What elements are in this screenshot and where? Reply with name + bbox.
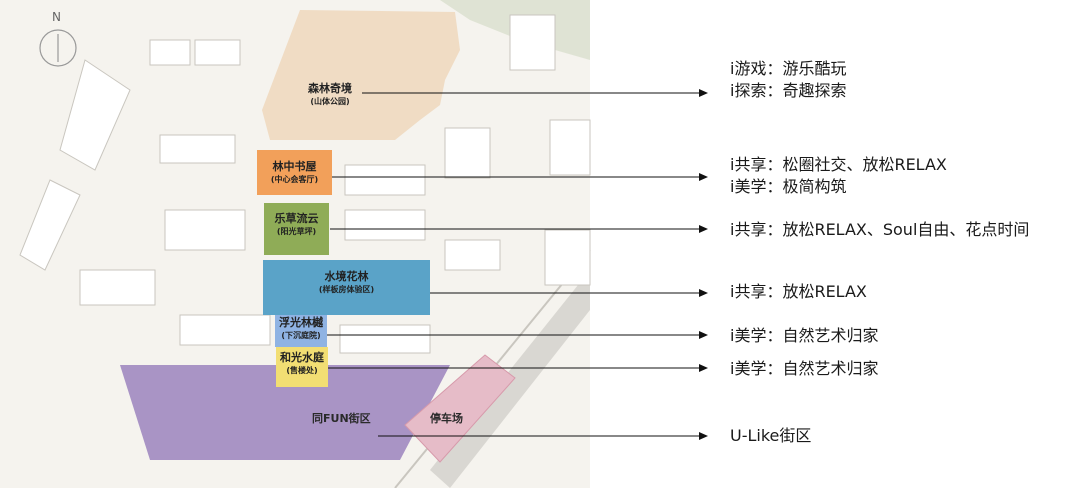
building: [179, 314, 271, 346]
zone-water: 水境花林 (样板房体验区): [263, 260, 430, 315]
zone-name: 水境花林: [324, 270, 369, 283]
zone-name: 乐草流云: [274, 212, 319, 225]
feature-text: U-Like街区: [730, 426, 812, 445]
feature-list-item: U-Like街区: [730, 425, 811, 447]
parking-label: 停车场: [430, 412, 463, 425]
north-label: N: [52, 10, 61, 24]
building: [19, 179, 81, 271]
arrow-head-icon: [699, 89, 708, 97]
feature-text: i共享：放松RELAX: [730, 282, 867, 301]
feature-list-item: i美学：自然艺术归家: [730, 358, 878, 380]
zone-grass: 乐草流云 (阳光草坪): [264, 203, 329, 255]
feature-text: i游戏：游乐酷玩: [730, 59, 847, 78]
arrow-head-icon: [699, 225, 708, 233]
zone-name: 和光水庭: [280, 351, 324, 364]
zone-name: 浮光林樾: [279, 316, 323, 329]
feature-text: i探索：奇趣探索: [730, 81, 847, 100]
feature-list-item: i共享：放松RELAX、Soul自由、花点时间: [730, 219, 1029, 241]
arrow-head-icon: [699, 289, 708, 297]
zone-name: 森林奇境: [308, 82, 352, 95]
feature-text: i美学：自然艺术归家: [730, 359, 879, 378]
buildings: [19, 14, 591, 354]
building: [159, 134, 236, 164]
north-arrow-icon: [39, 29, 77, 67]
building: [149, 39, 191, 66]
building: [549, 119, 591, 176]
forest-zone-shape: [262, 10, 460, 140]
building: [344, 164, 426, 196]
feature-text: i共享：放松RELAX、Soul自由、花点时间: [730, 220, 1030, 239]
feature-list-item: i共享：放松RELAX: [730, 281, 867, 303]
building: [444, 127, 491, 179]
arrow-head-icon: [699, 432, 708, 440]
arrow-head-icon: [699, 173, 708, 181]
zone-sub: (山体公园): [310, 97, 350, 106]
feature-list-item: i游戏：游乐酷玩 i探索：奇趣探索: [730, 58, 846, 102]
zone-name: 林中书屋: [272, 160, 317, 173]
zone-sub: (下沉庭院): [281, 331, 321, 340]
zone-bookhouse: 林中书屋 (中心会客厅): [257, 150, 332, 195]
leader-lines: [327, 89, 708, 440]
feature-text: i共享：松圈社交、放松RELAX: [730, 155, 947, 174]
zone-waterside: 和光水庭 (售楼处): [276, 347, 328, 387]
building: [509, 14, 556, 71]
building: [59, 59, 131, 171]
feature-list-item: i美学：自然艺术归家: [730, 325, 878, 347]
zone-sub: (样板房体验区): [318, 285, 375, 294]
building: [339, 324, 431, 354]
building: [194, 39, 241, 66]
arrow-head-icon: [699, 364, 708, 372]
feature-text: i美学：极简构筑: [730, 177, 847, 196]
building: [444, 239, 501, 271]
building: [79, 269, 156, 306]
street-label: 同FUN街区: [312, 412, 371, 425]
street-area-shape: [120, 365, 450, 460]
arrow-head-icon: [699, 331, 708, 339]
building: [344, 209, 426, 241]
feature-text: i美学：自然艺术归家: [730, 326, 879, 345]
zone-sub: (中心会客厅): [270, 175, 319, 184]
building: [544, 229, 591, 286]
zone-forest: 森林奇境 (山体公园): [290, 82, 370, 107]
feature-list-item: i共享：松圈社交、放松RELAX i美学：极简构筑: [730, 154, 947, 198]
building: [164, 209, 246, 251]
zone-sub: (售楼处): [286, 366, 318, 375]
parking-area-shape: [404, 354, 516, 463]
zone-floating: 浮光林樾 (下沉庭院): [275, 315, 327, 347]
zone-sub: (阳光草坪): [276, 227, 317, 236]
